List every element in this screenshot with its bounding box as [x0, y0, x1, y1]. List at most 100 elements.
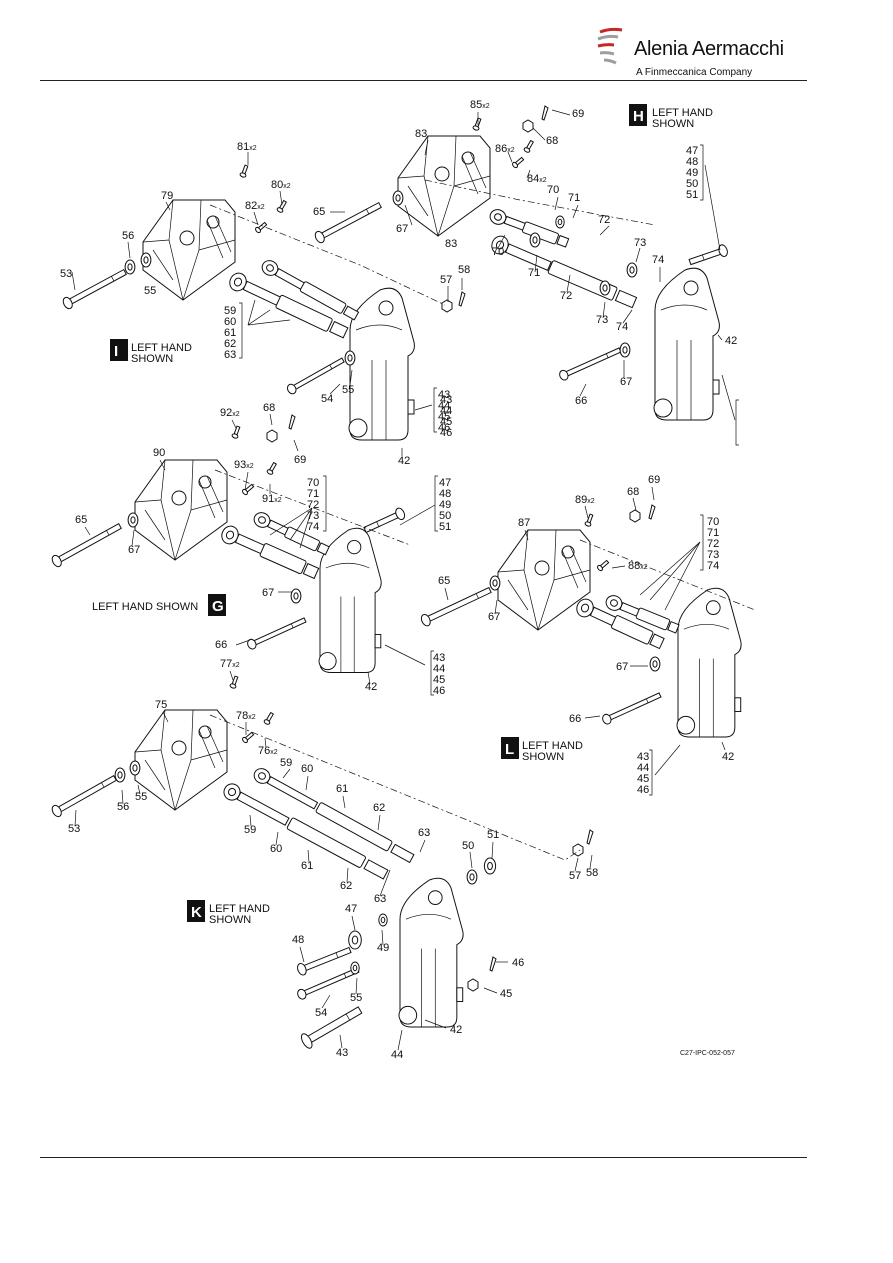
- leader-line: [137, 784, 141, 795]
- stack-item: 49: [439, 499, 451, 511]
- bolt: [602, 692, 662, 725]
- item-label: 72: [560, 290, 572, 302]
- item-label: 71: [568, 192, 580, 204]
- item-label: 44: [391, 1049, 403, 1061]
- leader-line: [384, 644, 426, 666]
- view-caption-line: LEFT HAND: [522, 740, 583, 752]
- item-label: 77x2: [220, 658, 240, 670]
- item-label: 67: [488, 611, 500, 623]
- bolt: [297, 946, 352, 976]
- item-label: 73: [596, 314, 608, 326]
- screw: [263, 711, 274, 725]
- stack-item: 74: [707, 560, 719, 572]
- stack-item: 61: [224, 327, 236, 339]
- stack-item: 72: [707, 538, 719, 550]
- leader-line: [572, 204, 579, 219]
- item-label: 53: [68, 823, 80, 835]
- screw: [584, 513, 594, 527]
- item-label: 42: [365, 681, 377, 693]
- item-label: 86x2: [495, 143, 515, 155]
- item-quantity: x2: [270, 749, 278, 756]
- item-label: 78x2: [236, 710, 256, 722]
- bolt: [286, 357, 345, 395]
- item-number: 67: [262, 587, 274, 599]
- item-number: 66: [215, 639, 227, 651]
- stack-item: 43: [433, 652, 445, 664]
- item-label: 80x2: [271, 179, 291, 191]
- item-number: 72: [560, 290, 572, 302]
- view-letter-box: [110, 339, 128, 361]
- item-label: 63: [418, 827, 430, 839]
- leader-line: [721, 741, 726, 751]
- item-label: 57: [569, 870, 581, 882]
- rod-end-assembly: [576, 598, 665, 650]
- item-number: 71: [528, 267, 540, 279]
- item-label: 66: [569, 713, 581, 725]
- leader-line: [399, 504, 436, 526]
- stack-item: 46: [637, 784, 649, 796]
- stack-item: 51: [439, 521, 451, 533]
- item-label: 42: [398, 455, 410, 467]
- leader-line: [342, 795, 346, 809]
- stack-item: 72: [307, 499, 319, 511]
- item-number: 53: [68, 823, 80, 835]
- leader-line: [584, 715, 601, 719]
- view-caption-line: LEFT HAND: [209, 903, 270, 915]
- leader-line: [329, 383, 341, 395]
- leader-line: [424, 1019, 447, 1029]
- washer: [124, 259, 136, 275]
- screw: [512, 156, 525, 169]
- bolt: [300, 1006, 363, 1049]
- washer: [344, 350, 356, 366]
- item-number: 48: [292, 934, 304, 946]
- item-number: 81: [237, 141, 249, 153]
- washer: [599, 280, 611, 296]
- item-number: 87: [518, 517, 530, 529]
- item-number: 84: [527, 173, 539, 185]
- item-number: 67: [616, 661, 628, 673]
- cotter-pin: [288, 414, 296, 430]
- bellcrank-lever: [398, 877, 464, 1028]
- item-number: 83: [445, 238, 457, 250]
- leader-line: [84, 526, 91, 536]
- item-label: 68: [263, 402, 275, 414]
- item-label: 69: [648, 474, 660, 486]
- castellated-nut: [629, 509, 641, 523]
- screw: [231, 425, 241, 439]
- stack-item: 44: [637, 762, 649, 774]
- bolt: [314, 201, 382, 244]
- rod-end-assembly: [261, 260, 360, 321]
- stack-item: 45: [433, 674, 445, 686]
- item-quantity: x2: [274, 497, 282, 504]
- leader-line: [622, 309, 633, 324]
- leader-line: [264, 737, 267, 749]
- item-label: 87: [518, 517, 530, 529]
- item-quantity: x2: [283, 183, 291, 190]
- item-number: 47: [345, 903, 357, 915]
- mounting-bracket: [142, 199, 236, 301]
- rod-end-assembly: [223, 783, 389, 880]
- item-label: 88x2: [628, 560, 648, 572]
- screw: [242, 731, 255, 744]
- item-label: 85x2: [470, 99, 490, 111]
- leader-line: [497, 234, 506, 249]
- item-label: 56: [122, 230, 134, 242]
- stack-item: 74: [307, 521, 319, 533]
- bellcrank-lever: [348, 287, 415, 441]
- leader-line: [367, 671, 371, 685]
- item-number: 62: [373, 802, 385, 814]
- item-number: 65: [438, 575, 450, 587]
- item-label: 59: [244, 824, 256, 836]
- stack-item: 47: [686, 145, 698, 157]
- leader-line: [162, 711, 169, 723]
- item-label: 56: [117, 801, 129, 813]
- item-label: 72: [598, 214, 610, 226]
- item-label: 60: [270, 843, 282, 855]
- castellated-nut: [441, 299, 453, 313]
- leader-line: [355, 977, 358, 995]
- washer: [483, 857, 497, 875]
- item-label: 69: [572, 108, 584, 120]
